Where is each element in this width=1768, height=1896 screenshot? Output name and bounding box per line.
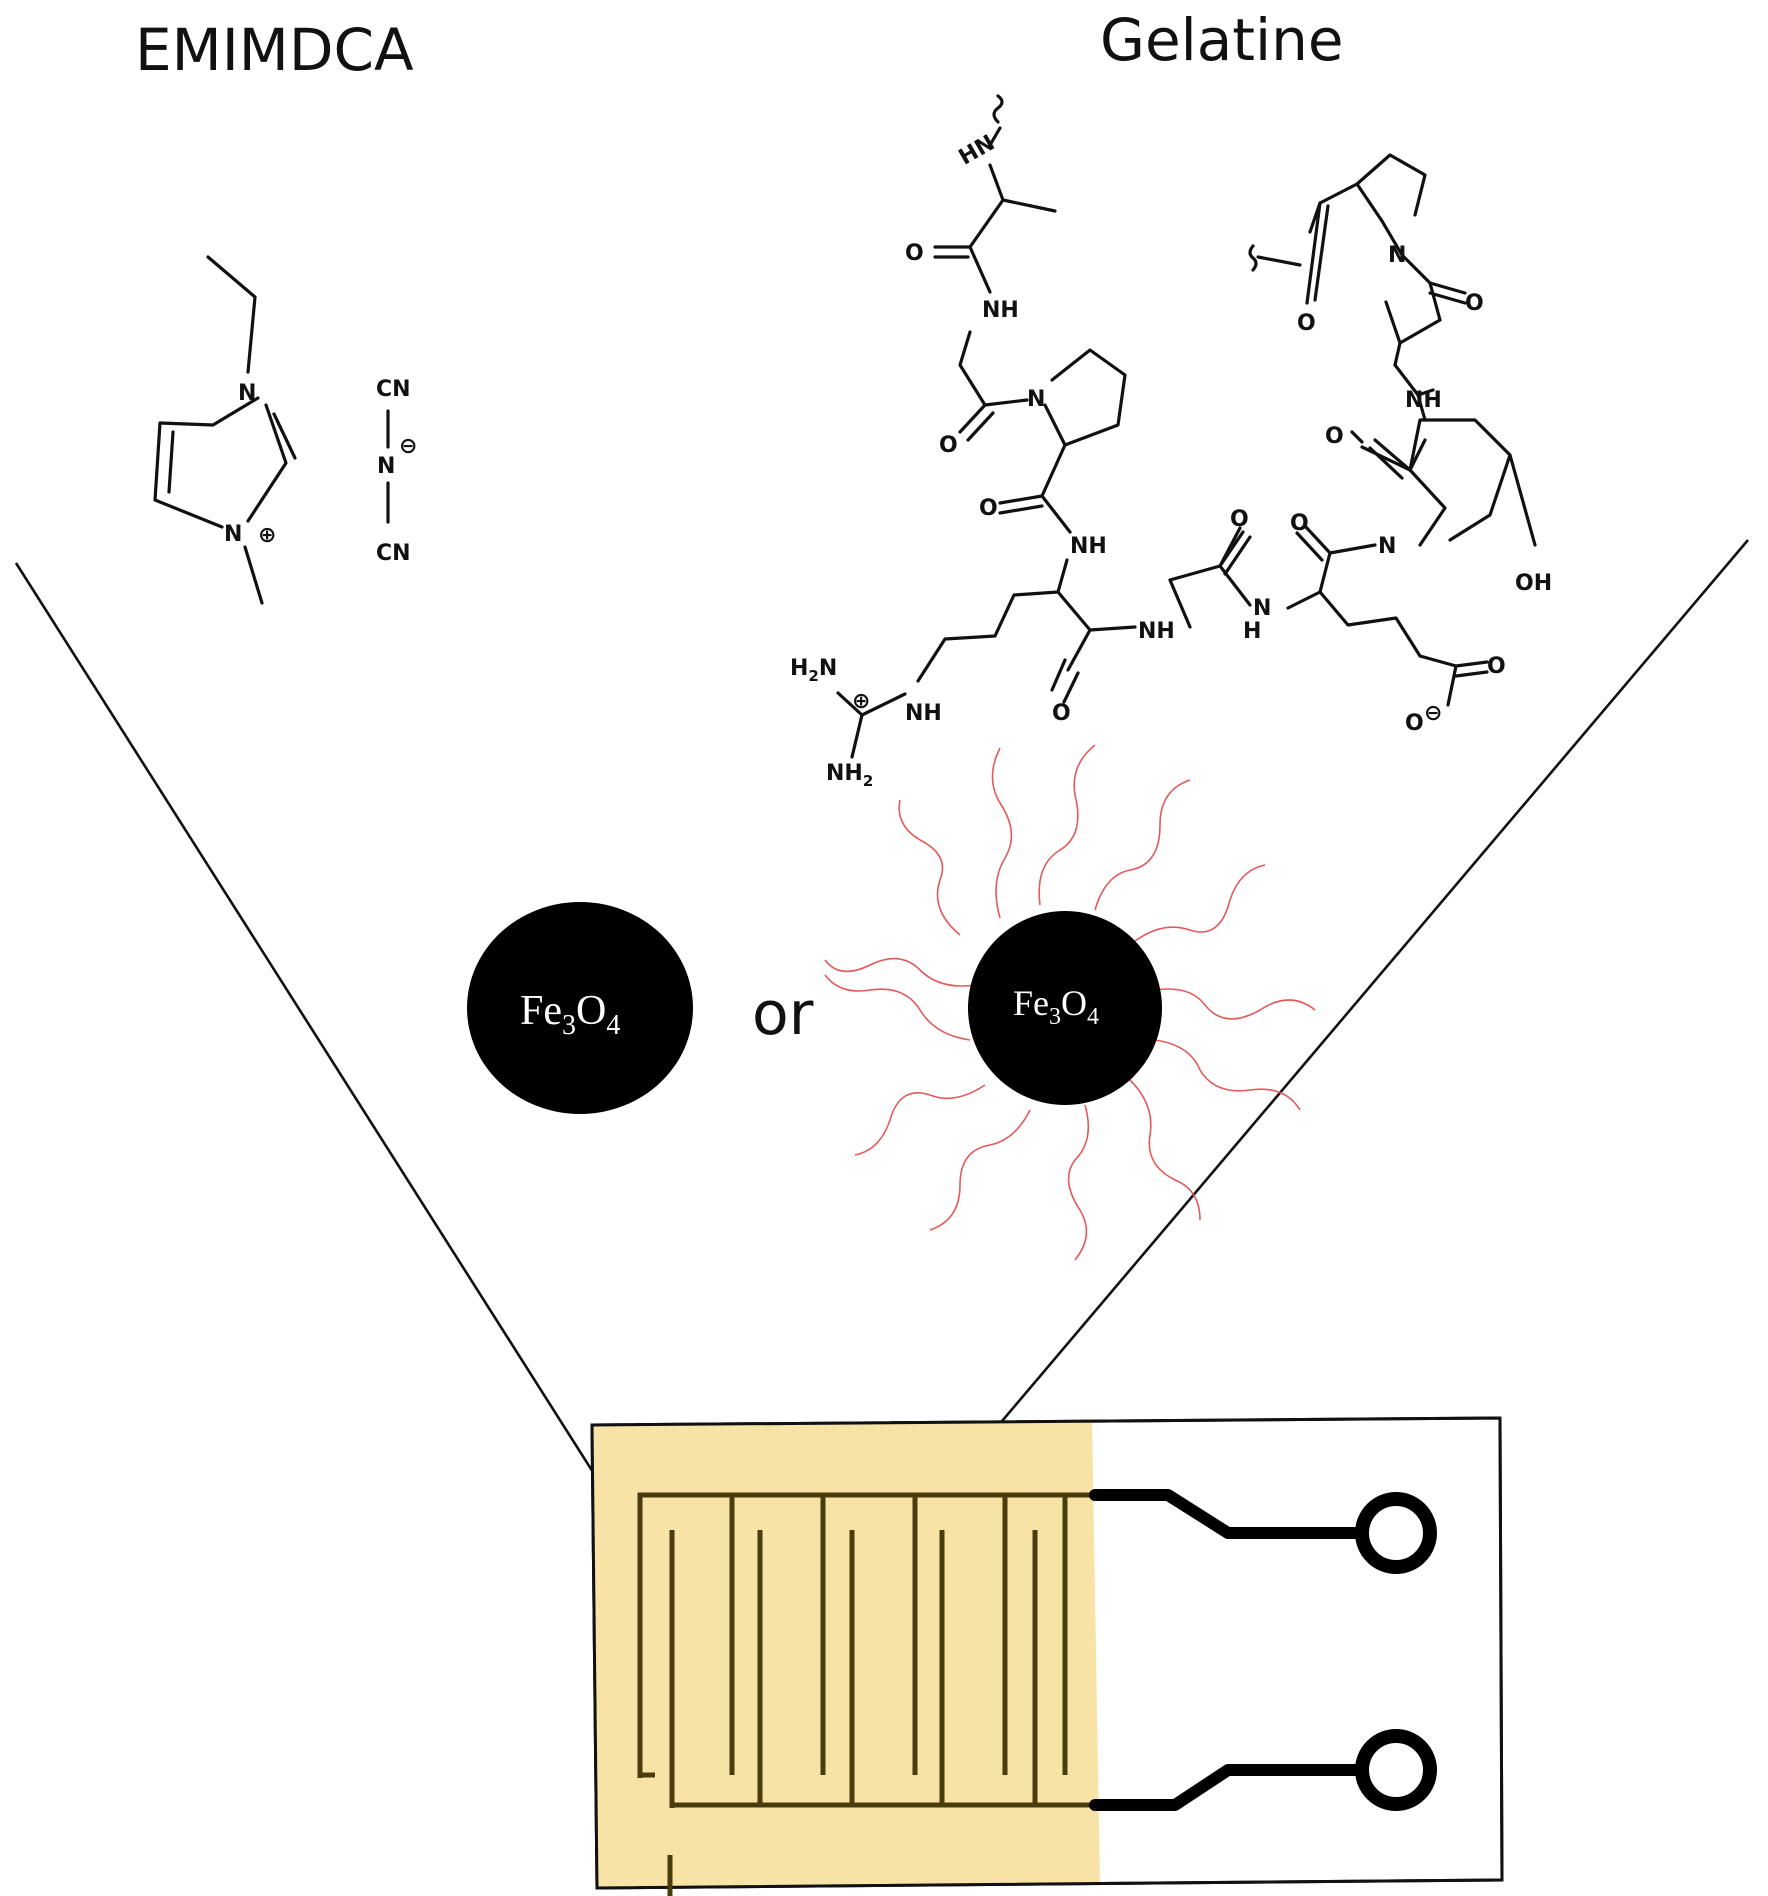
emim-n1: N: [238, 381, 256, 406]
gelatine-chains: [824, 744, 1316, 1261]
gel-o3: O: [979, 496, 998, 521]
funnel-left-line: [14, 562, 699, 1637]
gel-oh: OH: [1515, 571, 1552, 596]
dca-anion: CN N ⊖ CN: [376, 377, 417, 566]
gel-nh2: NH: [1070, 534, 1107, 559]
gel-o6: O: [1290, 511, 1309, 536]
gel-o1: O: [905, 241, 924, 266]
emimdca-title: EMIMDCA: [135, 16, 414, 84]
gel-nh-guan: NH: [905, 701, 942, 726]
cation-charge: ⊕: [258, 523, 276, 548]
sensor-chip: [590, 1416, 1504, 1896]
bare-fe3o4-nanoparticle: Fe3O4: [467, 902, 693, 1114]
gel-o-minus: O: [1405, 711, 1424, 736]
gel-nh1: NH: [982, 298, 1019, 323]
carboxylate-charge: ⊖: [1424, 701, 1442, 726]
gelatine-title: Gelatine: [1100, 6, 1344, 74]
particle-label-bare: Fe3O4: [520, 988, 620, 1041]
emim-n3: N: [224, 522, 242, 547]
gelatine-coated-fe3o4-nanoparticle: Fe3O4: [824, 744, 1316, 1261]
dca-cn-top: CN: [376, 377, 411, 402]
gel-o4: O: [1052, 701, 1071, 726]
contact-pads: [1355, 1492, 1437, 1811]
dca-cn-bottom: CN: [376, 541, 411, 566]
gel-n-pro2: N: [1388, 243, 1406, 268]
guan-charge: ⊕: [852, 689, 870, 714]
or-connector: or: [752, 979, 814, 1049]
contact-traces: [1089, 1489, 1366, 1811]
dca-n: N: [377, 454, 395, 479]
emimdca-structure: N N ⊕ CN N ⊖ CN: [153, 255, 417, 605]
gel-nh2-guan: NH2: [826, 761, 873, 790]
gel-o7: O: [1487, 654, 1506, 679]
sensing-coating: [592, 1421, 1100, 1888]
contact-pad-bottom: [1355, 1729, 1437, 1811]
gel-h-amide: H: [1243, 619, 1261, 644]
gel-n-hyp: N: [1378, 534, 1396, 559]
gel-h2n: H2N: [790, 656, 837, 685]
gel-o9: O: [1465, 291, 1484, 316]
gel-o2: O: [939, 433, 958, 458]
gel-hn-top: HN: [955, 131, 999, 171]
gel-o5: O: [1230, 507, 1249, 532]
gel-n-pro1: N: [1027, 387, 1045, 412]
dca-charge: ⊖: [399, 434, 417, 459]
gel-o8: O: [1325, 424, 1344, 449]
gel-n-amide: N: [1253, 596, 1271, 621]
contact-pad-top: [1355, 1492, 1437, 1574]
gelatine-structure: HN O NH N O O NH O NH O N H O N OH O O ⊖…: [790, 94, 1552, 790]
gel-nh3: NH: [1138, 619, 1175, 644]
emim-cation: N N ⊕: [153, 255, 297, 605]
gel-nh5: NH: [1405, 388, 1442, 413]
interdigitated-electrode: [637, 1492, 1095, 1896]
gel-o10: O: [1297, 311, 1316, 336]
